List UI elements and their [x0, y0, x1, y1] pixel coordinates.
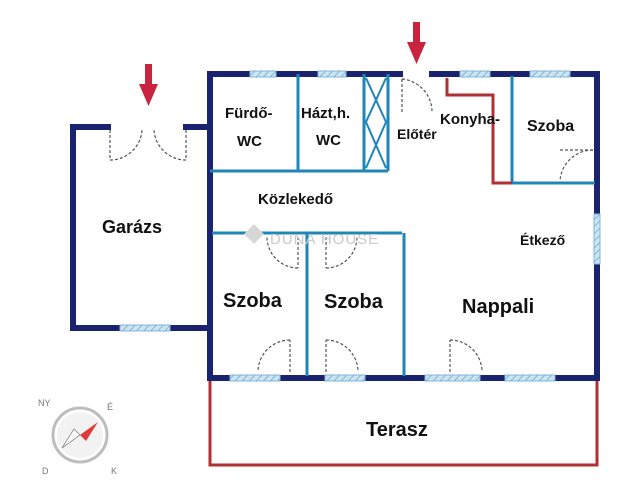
kitchen-wall — [445, 78, 512, 185]
compass-letter-d: D — [42, 466, 49, 476]
compass-letter-k: K — [111, 466, 117, 476]
room-etkezo-label: Étkező — [520, 232, 565, 248]
room-eloter-label: Előtér — [397, 126, 437, 142]
room-furdo-label-1: Fürdő- — [225, 105, 272, 122]
room-szoba-middle-label: Szoba — [324, 291, 384, 313]
inner-walls — [210, 74, 595, 376]
watermark-logo: DUNA HOUSE — [244, 224, 379, 248]
compass-needle-south — [61, 428, 81, 449]
compass-needle-north — [80, 422, 98, 441]
main-entry-arrow — [407, 22, 426, 64]
room-furdo-label-2: WC — [237, 133, 262, 150]
watermark-text: DUNA HOUSE — [270, 231, 379, 248]
room-haztartasi-label-1: Házt,h. — [301, 105, 350, 122]
room-konyha-label: Konyha- — [440, 111, 500, 128]
doors — [109, 78, 594, 373]
room-szoba-right-label: Szoba — [527, 118, 574, 135]
room-terasz-label: Terasz — [366, 419, 428, 441]
room-garazs-label: Garázs — [102, 217, 162, 237]
compass: É K D NY — [38, 398, 117, 476]
room-haztartasi-label-2: WC — [316, 132, 341, 149]
room-szoba-left-label: Szoba — [223, 290, 283, 312]
compass-letter-ny: NY — [38, 398, 51, 408]
compass-letter-e: É — [107, 402, 113, 412]
garage-entry-arrow — [139, 64, 158, 106]
windows — [119, 70, 601, 382]
room-kozlekedo-label: Közlekedő — [258, 191, 333, 208]
room-nappali-label: Nappali — [462, 296, 534, 318]
pantry-cross — [365, 77, 387, 169]
